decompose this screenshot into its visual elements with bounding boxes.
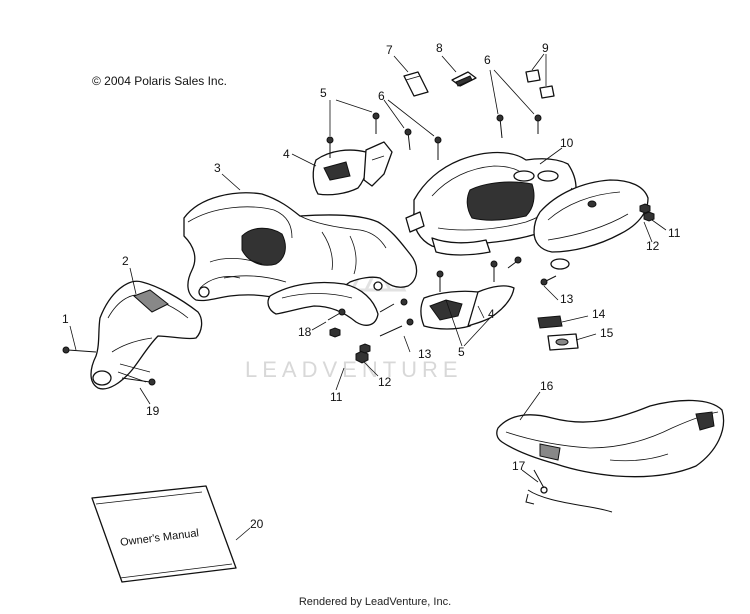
- nuts: [329, 203, 655, 364]
- leader-lines: [69, 53, 667, 541]
- callout-4-lower: 4: [488, 307, 495, 321]
- watermark: LEADVENTURE: [245, 236, 463, 382]
- lower-panel-part-4[interactable]: [420, 285, 515, 330]
- watermark-text: LEADVENTURE: [245, 357, 463, 382]
- copyright-text: © 2004 Polaris Sales Inc.: [92, 74, 227, 88]
- callout-13-left: 13: [418, 347, 432, 361]
- decal-part-15[interactable]: [547, 333, 579, 351]
- callout-8: 8: [436, 41, 443, 55]
- front-fender-assembly[interactable]: [183, 192, 418, 326]
- callout-11-left: 11: [330, 390, 343, 404]
- callout-9: 9: [542, 41, 549, 55]
- label-part-14[interactable]: [537, 315, 563, 329]
- callout-16: 16: [540, 379, 554, 393]
- callout-6-left: 6: [378, 89, 385, 103]
- callout-4-upper: 4: [283, 147, 290, 161]
- callout-5-upper: 5: [320, 86, 327, 100]
- bracket-part-7[interactable]: [403, 71, 429, 97]
- right-fender-cover[interactable]: [533, 179, 649, 270]
- clip-part-8[interactable]: [451, 71, 477, 87]
- callout-12-right: 12: [646, 239, 660, 253]
- callout-18: 18: [298, 325, 312, 339]
- callout-20: 20: [250, 517, 264, 531]
- callouts: 1 2 3 4 4 5 5 6 6 7 8 9 10 11 11 12 12 1…: [62, 41, 681, 531]
- callout-3: 3: [214, 161, 221, 175]
- screws: [62, 112, 557, 386]
- callout-13-right: 13: [560, 292, 574, 306]
- callout-15: 15: [600, 326, 614, 340]
- callout-19: 19: [146, 404, 160, 418]
- callout-10: 10: [560, 136, 574, 150]
- callout-14: 14: [592, 307, 606, 321]
- owners-manual-part-20[interactable]: Owner's Manual: [91, 485, 237, 583]
- callout-1: 1: [62, 312, 69, 326]
- callout-5-lower: 5: [458, 345, 465, 359]
- upper-panel-part-4[interactable]: [312, 141, 393, 196]
- seat-part-16[interactable]: [496, 399, 725, 478]
- callout-6-right: 6: [484, 53, 491, 67]
- footer-credit: Rendered by LeadVenture, Inc.: [298, 596, 452, 608]
- plugs-part-9[interactable]: [525, 69, 555, 99]
- callout-7: 7: [386, 43, 393, 57]
- callout-17: 17: [512, 459, 526, 473]
- callout-2: 2: [122, 254, 129, 268]
- latch-rod-part-17[interactable]: [525, 469, 613, 513]
- front-nose-part[interactable]: [90, 280, 203, 390]
- callout-11-right: 11: [668, 226, 681, 240]
- callout-12-left: 12: [378, 375, 392, 389]
